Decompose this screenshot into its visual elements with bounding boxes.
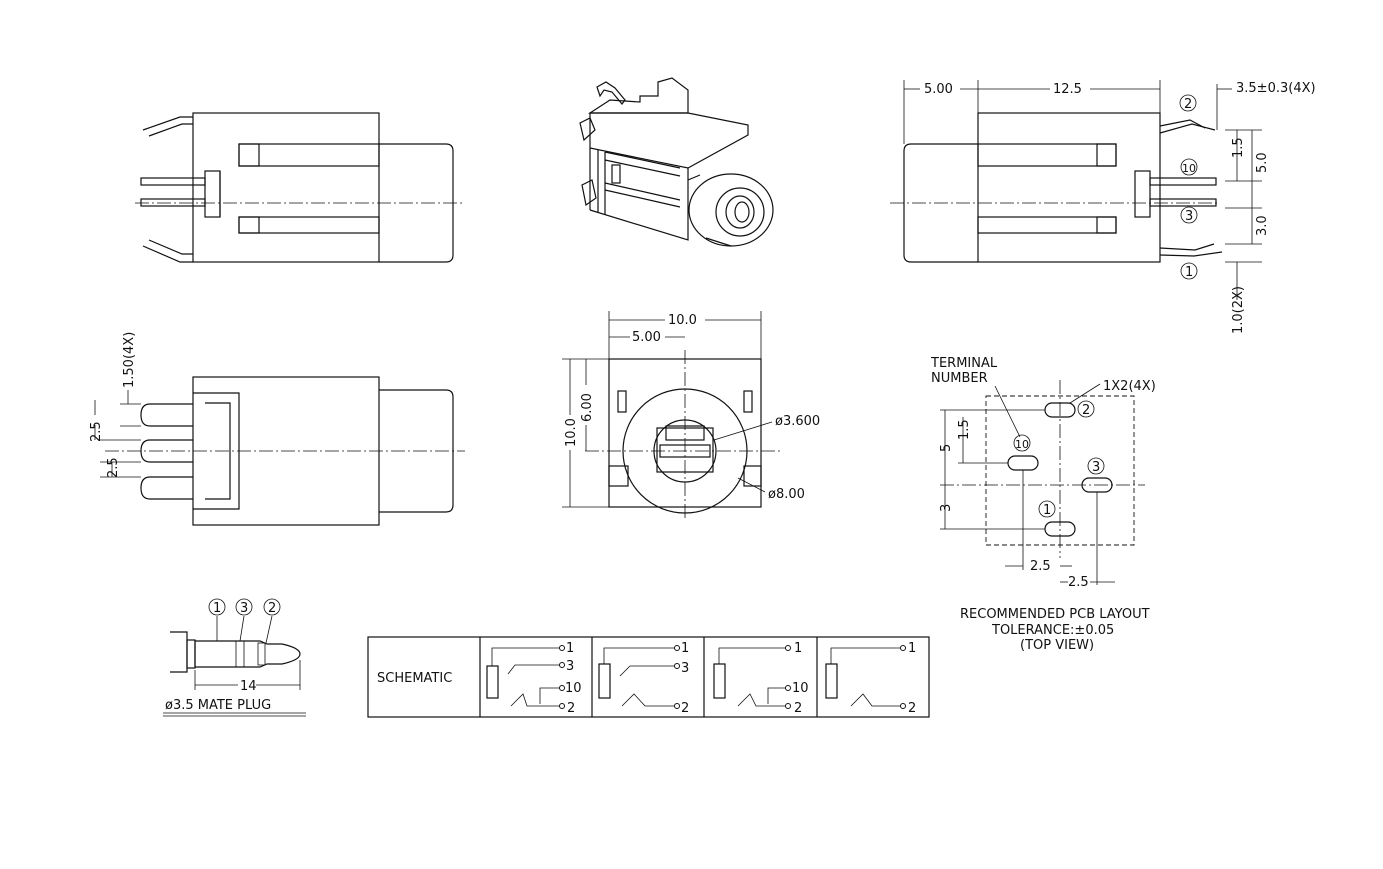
plug-caption: ø3.5 MATE PLUG xyxy=(165,698,271,713)
pcb-pin-10: 10 xyxy=(1015,438,1029,451)
plug-pin-1: 1 xyxy=(213,601,221,616)
dim-1-0-vertical: 1.0(2X) xyxy=(1231,286,1246,334)
side-view-right: 5.00 12.5 3.5±0.3(4X) 1.5 5.0 3.0 1.0(2X… xyxy=(890,80,1316,334)
isometric-view xyxy=(579,77,774,247)
schematic-cell-1: 1 3 10 2 xyxy=(486,641,582,716)
sch2-n1: 1 xyxy=(681,641,689,656)
dim-2-5-upper: 2.5 xyxy=(89,421,104,442)
front-view: 10.0 5.00 10.0 6.00 ø3.600 ø8.00 xyxy=(562,311,820,518)
dim-5-00-top: 5.00 xyxy=(924,82,953,97)
dim-diameter-3-6: ø3.600 xyxy=(775,414,820,429)
sch3-n10: 10 xyxy=(792,681,809,696)
dim-5-00-half: 5.00 xyxy=(632,330,661,345)
mate-plug: 1 3 2 14 ø3.5 MATE PLUG xyxy=(163,598,306,717)
sch4-n1: 1 xyxy=(908,641,916,656)
dim-3-0-vertical: 3.0 xyxy=(1255,215,1270,236)
pcb-layout: 5 1.5 3 2.5 2.5 TERMINAL NUMBER 1X2(4X) … xyxy=(930,356,1156,653)
sch1-n3: 3 xyxy=(566,659,574,674)
pcb-dim-2-5-b: 2.5 xyxy=(1068,575,1089,590)
plug-pin-2: 2 xyxy=(268,601,276,616)
pin-label-3: 3 xyxy=(1185,209,1193,224)
dim-1-5-vertical: 1.5 xyxy=(1231,137,1246,158)
pin-label-2: 2 xyxy=(1184,97,1192,112)
pcb-dim-5: 5 xyxy=(939,444,954,452)
pin-label-10: 10 xyxy=(1182,162,1196,175)
pcb-pin-3: 3 xyxy=(1092,460,1100,475)
sch2-n3: 3 xyxy=(681,661,689,676)
pcb-caption-title: RECOMMENDED PCB LAYOUT xyxy=(960,607,1150,622)
pcb-dim-2-5-a: 2.5 xyxy=(1030,559,1051,574)
schematic-cell-3: 1 10 2 xyxy=(713,641,809,716)
pcb-pin-2: 2 xyxy=(1082,403,1090,418)
side-view-left xyxy=(135,112,465,263)
sch1-n2: 2 xyxy=(567,701,575,716)
dim-diameter-8: ø8.00 xyxy=(768,487,805,502)
sch3-n1: 1 xyxy=(794,641,802,656)
pcb-dim-1-5: 1.5 xyxy=(957,419,972,440)
sch1-n10: 10 xyxy=(565,681,582,696)
pin-label-1: 1 xyxy=(1185,265,1193,280)
schematic-cell-2: 1 3 2 xyxy=(598,641,689,716)
sch4-n2: 2 xyxy=(908,701,916,716)
plug-length: 14 xyxy=(240,679,257,694)
bottom-view: 1.50(4X) 2.5 2.5 xyxy=(89,332,465,526)
dim-2-5-lower: 2.5 xyxy=(106,457,121,478)
pcb-caption-view: (TOP VIEW) xyxy=(1020,638,1094,653)
dim-6-00-height: 6.00 xyxy=(580,393,595,422)
dim-10-0-height: 10.0 xyxy=(564,418,579,447)
sch1-n1: 1 xyxy=(566,641,574,656)
pcb-caption-tolerance: TOLERANCE:±0.05 xyxy=(991,623,1114,638)
dim-1-50-pin: 1.50(4X) xyxy=(122,332,137,388)
pcb-dim-3: 3 xyxy=(939,504,954,512)
dim-3-5-terminal: 3.5±0.3(4X) xyxy=(1236,81,1316,96)
schematic-label: SCHEMATIC xyxy=(377,671,452,686)
pcb-number-label: NUMBER xyxy=(931,371,988,386)
pcb-pin-1: 1 xyxy=(1043,503,1051,518)
dim-12-5-top: 12.5 xyxy=(1053,82,1082,97)
plug-pin-3: 3 xyxy=(240,601,248,616)
sch2-n2: 2 xyxy=(681,701,689,716)
pcb-terminal-label: TERMINAL xyxy=(930,356,998,371)
schematic-table: SCHEMATIC 1 3 10 2 1 3 xyxy=(367,636,930,718)
sch3-n2: 2 xyxy=(794,701,802,716)
pcb-hole-size: 1X2(4X) xyxy=(1103,379,1156,394)
dim-10-0-width: 10.0 xyxy=(668,313,697,328)
dim-5-0-vertical: 5.0 xyxy=(1255,152,1270,173)
schematic-cell-4: 1 2 xyxy=(825,641,916,716)
